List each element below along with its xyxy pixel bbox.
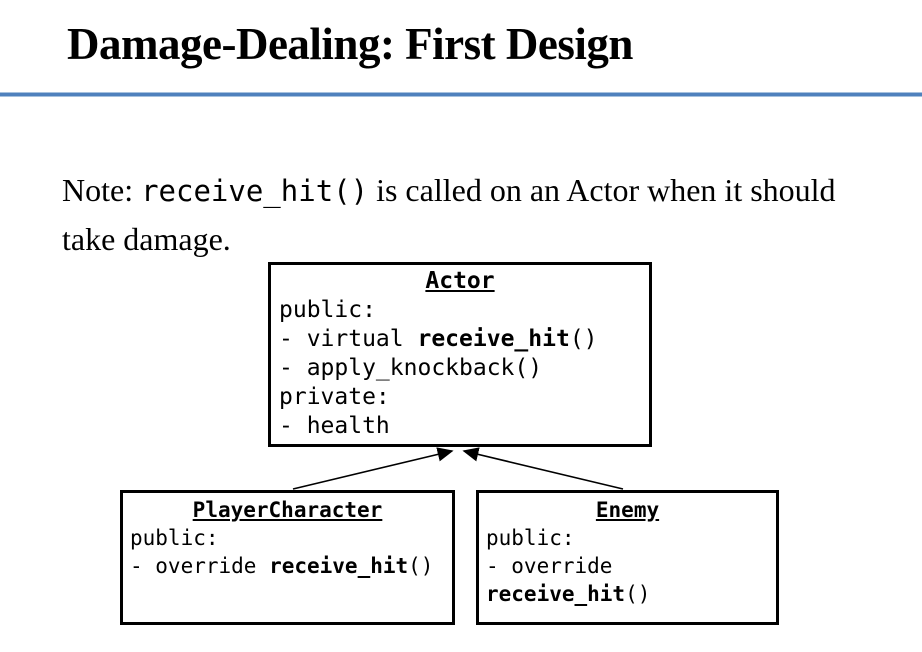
- enemy-receive-hit-member: receive_hit(): [486, 580, 769, 608]
- actor-apply-knockback: - apply_knockback(): [279, 355, 543, 381]
- arrow-enemy-to-actor: [462, 447, 624, 490]
- actor-class-box: Actor public: - virtual receive_hit() - …: [268, 262, 652, 447]
- divider-line: [0, 92, 922, 97]
- member-text: (): [569, 326, 598, 352]
- actor-class-title: Actor: [279, 267, 641, 296]
- member-text-bold: receive_hit: [486, 582, 626, 606]
- enemy-class-title-text: Enemy: [595, 498, 660, 522]
- enemy-public-label: public:: [486, 526, 575, 550]
- actor-private-label: private:: [279, 384, 390, 410]
- player-class-title-text: PlayerCharacter: [192, 498, 383, 522]
- enemy-class-title: Enemy: [486, 496, 769, 524]
- enemy-class-box: Enemy public: - override receive_hit(): [476, 490, 779, 625]
- member-text: (): [625, 582, 651, 606]
- member-text: (): [408, 554, 434, 578]
- member-text-bold: receive_hit: [269, 554, 409, 578]
- note-text: Note: receive_hit() is called on an Acto…: [62, 166, 874, 263]
- player-class-title: PlayerCharacter: [130, 496, 445, 524]
- actor-class-title-text: Actor: [425, 268, 495, 294]
- note-code: receive_hit(): [141, 174, 369, 208]
- member-text: - override: [130, 554, 270, 578]
- actor-health-member: - health: [279, 413, 390, 439]
- player-override-receive-hit: - override receive_hit(): [130, 552, 445, 580]
- slide-title: Damage-Dealing: First Design: [67, 19, 633, 69]
- player-character-class-box: PlayerCharacter public: - override recei…: [120, 490, 455, 625]
- enemy-override-label: - override: [486, 554, 613, 578]
- note-post: is called on an Actor when it should tak…: [62, 172, 836, 257]
- actor-public-label: public:: [279, 297, 376, 323]
- member-text: - virtual: [279, 326, 418, 352]
- member-text-bold: receive_hit: [417, 326, 570, 352]
- arrow-player-to-actor: [292, 447, 454, 490]
- note-pre: Note:: [62, 172, 142, 208]
- actor-virtual-receive-hit: - virtual receive_hit(): [279, 325, 641, 354]
- player-public-label: public:: [130, 526, 219, 550]
